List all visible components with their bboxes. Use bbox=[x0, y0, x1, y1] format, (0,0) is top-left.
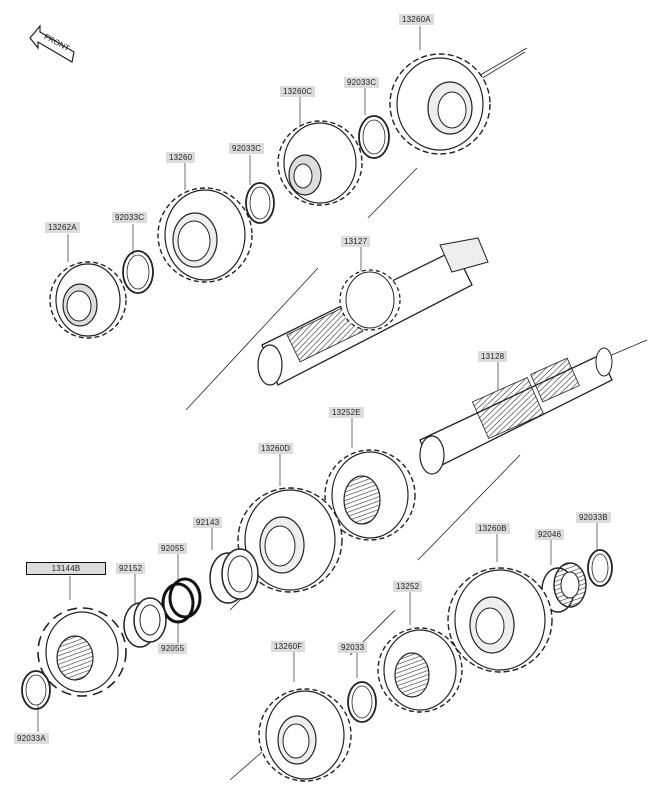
gear-13260F bbox=[258, 688, 352, 782]
gear-13260B bbox=[447, 567, 553, 673]
ring-92033A bbox=[21, 670, 51, 710]
label-13260: 13260 bbox=[166, 152, 196, 163]
gear-13260A bbox=[389, 53, 491, 155]
bearing-92046 bbox=[541, 562, 587, 613]
label-92033: 92033 bbox=[338, 642, 368, 653]
label-13260C: 13260C bbox=[280, 86, 316, 97]
label-13127: 13127 bbox=[341, 236, 371, 247]
label-13262A: 13262A bbox=[45, 222, 80, 233]
label-13128: 13128 bbox=[478, 351, 508, 362]
label-92055: 92055 bbox=[158, 643, 188, 654]
gear-13260D bbox=[237, 487, 343, 593]
label-92046: 92046 bbox=[535, 529, 565, 540]
label-92033C: 92033C bbox=[112, 212, 148, 223]
label-13144B: 13144B bbox=[26, 562, 106, 575]
shaft-13127 bbox=[257, 237, 489, 386]
gear-13262A bbox=[49, 261, 127, 339]
label-13260B: 13260B bbox=[475, 523, 510, 534]
leader-lines bbox=[37, 26, 598, 732]
label-13260F: 13260F bbox=[271, 641, 306, 652]
label-13252: 13252 bbox=[393, 581, 423, 592]
gear-13260 bbox=[157, 187, 253, 283]
gear-13252 bbox=[377, 627, 463, 713]
ring-92033C-low bbox=[122, 250, 154, 294]
ring-92033B bbox=[587, 549, 613, 587]
label-92152: 92152 bbox=[116, 563, 146, 574]
ring-92033C-mid bbox=[245, 182, 275, 224]
ring-92033 bbox=[347, 681, 377, 723]
label-92055: 92055 bbox=[158, 543, 188, 554]
label-92033A: 92033A bbox=[14, 733, 49, 744]
gear-13260C bbox=[277, 120, 363, 206]
label-13260A: 13260A bbox=[399, 14, 434, 25]
collar-92152 bbox=[123, 597, 167, 648]
label-92143: 92143 bbox=[193, 517, 223, 528]
oring-92055 bbox=[161, 577, 202, 624]
label-92033B: 92033B bbox=[576, 512, 611, 523]
collar-92143 bbox=[209, 548, 259, 604]
gear-13252E bbox=[324, 449, 416, 541]
label-92033C: 92033C bbox=[229, 143, 265, 154]
label-92033C: 92033C bbox=[344, 77, 380, 88]
front-arrow-icon: FRONT bbox=[29, 24, 75, 63]
label-13252E: 13252E bbox=[329, 407, 364, 418]
ring-92033C-top bbox=[358, 115, 390, 159]
sprocket-13144B bbox=[37, 607, 127, 697]
shaft-13128 bbox=[419, 347, 613, 475]
label-13260D: 13260D bbox=[258, 443, 294, 454]
